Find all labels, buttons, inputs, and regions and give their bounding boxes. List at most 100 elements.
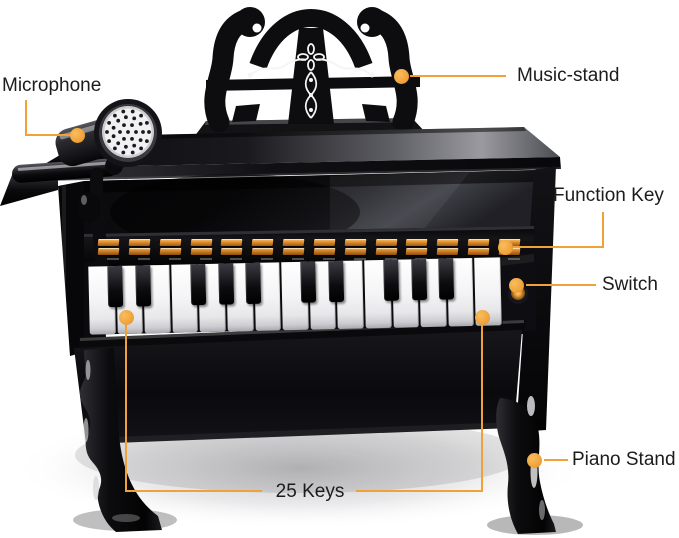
piano-stand-label: Piano Stand xyxy=(572,449,676,470)
white-key xyxy=(364,259,392,329)
function-button xyxy=(436,239,459,246)
function-button-group xyxy=(128,239,151,260)
function-button xyxy=(159,239,182,246)
function-button xyxy=(97,248,120,255)
keyboard xyxy=(87,257,503,335)
white-key xyxy=(336,260,364,330)
keys-lead-line xyxy=(125,324,127,492)
white-key xyxy=(198,263,226,333)
function-button xyxy=(344,248,367,255)
white-key xyxy=(253,262,281,331)
function-button xyxy=(467,239,490,246)
microphone-callout-dot xyxy=(70,128,85,143)
function-button-group xyxy=(313,239,336,260)
function-button xyxy=(159,248,182,255)
function-strip xyxy=(84,226,534,268)
left-leg xyxy=(80,348,162,532)
function-key-callout-dot xyxy=(498,240,513,255)
function-button xyxy=(128,239,151,246)
keys-label: 25 Keys xyxy=(275,481,345,502)
piano-stand-lead-line xyxy=(544,459,568,461)
function-button-caption xyxy=(322,258,335,260)
white-key xyxy=(308,261,337,330)
lower-board xyxy=(74,330,522,444)
function-button-group xyxy=(159,239,182,260)
function-button xyxy=(436,248,459,255)
function-button-group xyxy=(436,239,459,260)
function-button xyxy=(190,248,212,255)
function-button xyxy=(251,239,274,246)
music-stand-lead-line xyxy=(410,75,506,77)
function-button xyxy=(251,248,274,255)
function-button xyxy=(375,248,397,255)
keys-callout-dot-right xyxy=(475,310,490,325)
function-key-label: Function Key xyxy=(553,185,664,206)
white-key xyxy=(226,262,254,332)
white-keys xyxy=(87,257,503,335)
function-button-caption xyxy=(230,258,243,260)
microphone xyxy=(0,99,162,297)
function-button xyxy=(221,239,243,246)
function-button-group xyxy=(221,239,243,260)
function-button-group xyxy=(344,239,367,260)
function-button xyxy=(375,239,397,246)
white-key xyxy=(143,264,171,334)
music-stand-callout-dot xyxy=(394,69,409,84)
function-button-group xyxy=(282,239,305,260)
function-button-group xyxy=(375,239,397,260)
white-key xyxy=(391,259,419,328)
function-button-group xyxy=(498,239,521,260)
function-button xyxy=(406,239,428,246)
function-button-caption xyxy=(199,258,212,260)
function-button xyxy=(282,239,305,246)
white-key xyxy=(419,258,447,328)
stand-ornament xyxy=(247,43,375,119)
function-button xyxy=(282,248,305,255)
function-button-caption xyxy=(261,258,274,260)
mic-grille-dots xyxy=(105,109,151,155)
switch-label: Switch xyxy=(602,274,658,295)
function-key-lead-line xyxy=(602,212,604,248)
white-key xyxy=(446,257,475,327)
function-button-group xyxy=(251,239,274,260)
function-button-caption xyxy=(168,258,181,260)
function-button xyxy=(221,248,243,255)
keys-callout-dot-left xyxy=(119,310,134,325)
keys-lead-line xyxy=(125,490,262,492)
keys-lead-line xyxy=(356,490,483,492)
microphone-lead-line xyxy=(25,134,72,136)
function-button-group xyxy=(406,239,428,260)
function-button xyxy=(313,239,336,246)
music-stand-label: Music-stand xyxy=(517,65,620,86)
function-button-caption xyxy=(137,258,150,260)
function-button xyxy=(406,248,428,255)
function-button xyxy=(313,248,336,255)
function-button xyxy=(97,239,120,246)
switch-callout-dot xyxy=(509,278,524,293)
function-button xyxy=(344,239,367,246)
piano-lid xyxy=(38,127,561,182)
mic-head xyxy=(94,99,162,167)
music-stand xyxy=(194,7,426,137)
function-button xyxy=(190,239,212,246)
microphone-lead-line xyxy=(25,100,27,136)
white-key xyxy=(88,266,116,335)
microphone-label: Microphone xyxy=(2,75,102,96)
white-key xyxy=(281,261,309,331)
function-button-caption xyxy=(353,258,366,260)
switch-lead-line xyxy=(526,284,596,286)
white-key xyxy=(171,264,199,333)
function-button-caption xyxy=(507,258,520,260)
keys-lead-line xyxy=(481,324,483,492)
right-leg xyxy=(496,396,556,534)
function-key-lead-line xyxy=(513,246,604,248)
piano-stand-callout-dot xyxy=(527,453,542,468)
function-button xyxy=(467,248,490,255)
function-button-group xyxy=(190,239,212,260)
function-button-caption xyxy=(107,258,119,260)
function-button xyxy=(128,248,151,255)
function-button-caption xyxy=(292,258,305,260)
mic-stand-column xyxy=(89,167,113,297)
function-button-group xyxy=(97,239,120,260)
